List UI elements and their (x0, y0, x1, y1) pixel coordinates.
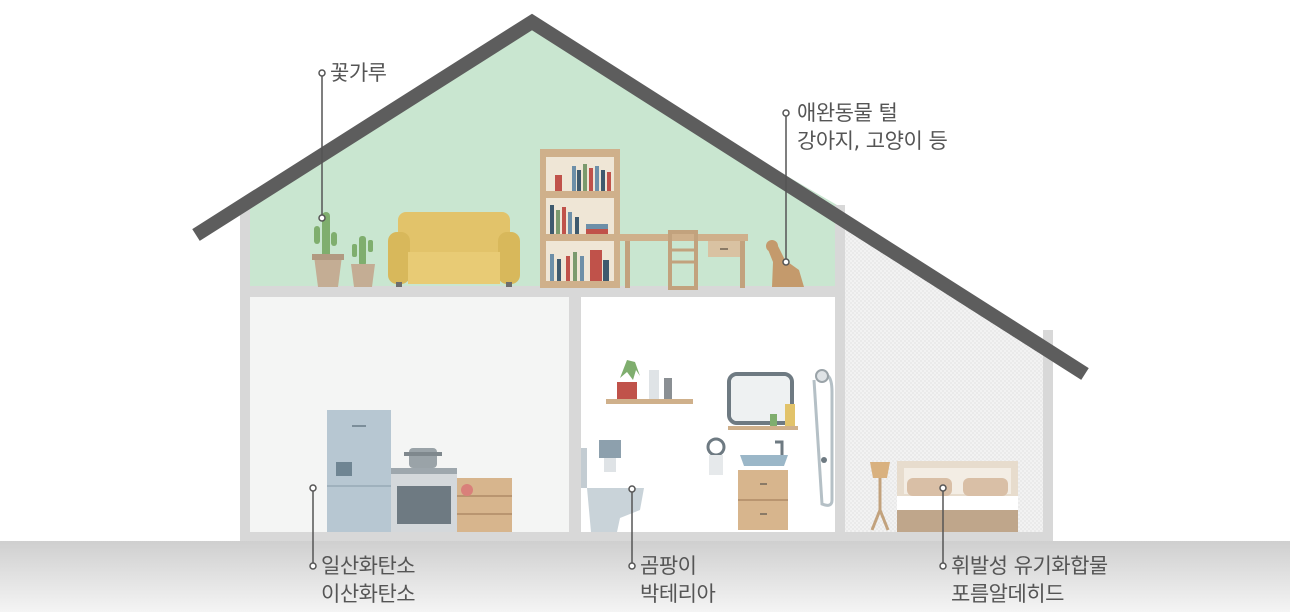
label-mold-line-2: 박테리아 (640, 582, 716, 606)
annex-room (845, 221, 1044, 532)
potted-cactus-small (351, 236, 375, 287)
label-mold: 곰팡이 박테리아 (640, 552, 716, 608)
refrigerator (327, 410, 391, 532)
bathroom-shelf (606, 360, 693, 404)
callout-pet-hair (782, 109, 790, 266)
label-gas: 일산화탄소 이산화탄소 (321, 552, 416, 608)
label-pet-hair-line-1: 애완동물 털 (797, 101, 898, 125)
towel-ring (706, 437, 726, 475)
label-voc-line-2: 포름알데히드 (951, 582, 1064, 606)
sofa (388, 212, 520, 287)
stove (391, 448, 457, 532)
sink-vanity (738, 440, 788, 530)
label-pollen-line-1: 꽃가루 (330, 61, 387, 85)
callout-pollen (318, 69, 326, 222)
callout-mold (628, 485, 636, 570)
bookshelf (540, 149, 620, 288)
desk-and-chair (620, 230, 748, 290)
potted-cactus-tall (312, 212, 344, 287)
ground (0, 541, 1290, 612)
floor-lamp (870, 462, 890, 531)
label-voc-line-1: 휘발성 유기화합물 (951, 554, 1108, 578)
roof (192, 13, 1089, 380)
bed (897, 461, 1018, 532)
callout-gas (309, 484, 317, 570)
label-pet-hair-line-2: 강아지, 고양이 등 (797, 129, 948, 153)
label-pet-hair: 애완동물 털 강아지, 고양이 등 (797, 99, 948, 155)
label-mold-line-1: 곰팡이 (640, 554, 697, 578)
house-walls (240, 205, 1053, 540)
shower (812, 369, 834, 507)
label-voc: 휘발성 유기화합물 포름알데히드 (951, 552, 1108, 608)
label-gas-line-1: 일산화탄소 (321, 554, 416, 578)
callout-voc (939, 484, 947, 570)
mirror (727, 372, 798, 430)
floor (240, 532, 1053, 542)
toilet (581, 440, 644, 532)
label-pollen: 꽃가루 (330, 59, 387, 87)
label-gas-line-2: 이산화탄소 (321, 582, 416, 606)
kitchen-cabinet (457, 478, 512, 532)
